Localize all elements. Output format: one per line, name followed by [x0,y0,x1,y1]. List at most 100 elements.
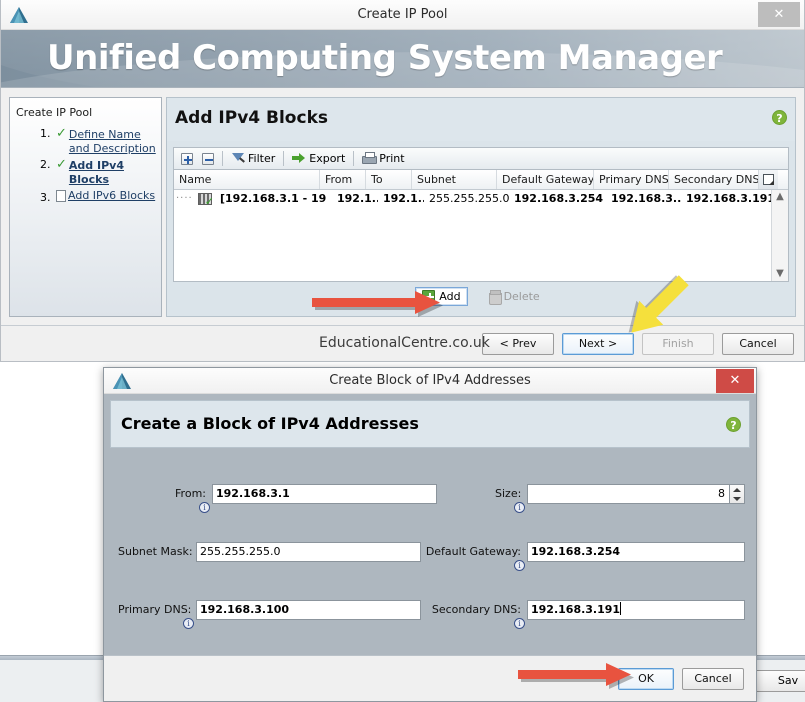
info-circle-icon[interactable]: i [183,618,194,629]
help-question-icon[interactable]: ? [772,110,787,125]
info-circle-icon[interactable]: i [199,502,210,513]
column-header-subnet[interactable]: Subnet [412,170,497,189]
sidebar-item-add-ipv6-blocks[interactable]: Add IPv6 Blocks [54,189,161,203]
cisco-triangle-logo-icon [112,372,132,390]
toolbar-divider [222,151,223,166]
next-button[interactable]: Next > [562,332,634,355]
pane-header: Add IPv4 Blocks ? [166,97,796,141]
green-check-icon: ✓ [56,126,67,141]
primary-dns-input[interactable]: 192.168.3.100 [196,600,421,620]
delete-button-label: Delete [503,289,540,303]
add-button[interactable]: Add [415,286,468,306]
sidebar-item-label: Add IPv4 Blocks [68,159,124,186]
column-header-default-gateway[interactable]: Default Gateway [497,170,594,189]
modal-footer: OK Cancel [104,655,756,701]
field-secondary-dns: Secondary DNS: i 192.168.3.191 [420,600,745,629]
table-row[interactable]: ···· [192.168.3.1 - 19 192.1... 192.1...… [174,190,771,208]
trash-icon [488,289,502,305]
filter-button[interactable]: Filter [228,150,278,168]
printer-icon [362,152,378,165]
plus-square-icon[interactable] [178,150,196,168]
main-content: Create IP Pool ✓ Define Name and Descrip… [1,89,804,325]
cancel-button[interactable]: Cancel [722,332,794,355]
subnet-mask-input[interactable]: 255.255.255.0 [196,542,421,562]
info-circle-icon[interactable]: i [514,502,525,513]
size-value: 8 [718,487,725,500]
help-question-icon[interactable]: ? [726,417,741,432]
prev-button[interactable]: < Prev [482,332,554,355]
background-save-button[interactable]: Sav [753,670,805,692]
main-titlebar: Create IP Pool ✕ [1,0,804,30]
column-chooser-icon[interactable] [759,170,778,189]
table-row-actions: Add Delete [173,282,789,310]
cell-from: 192.1... [337,192,378,205]
print-button[interactable]: Print [359,150,407,168]
filter-funnel-icon [231,152,245,165]
export-arrow-icon [292,152,306,165]
watermark-text: EducationalCentre.co.uk [319,335,490,351]
spinner-up-icon [733,487,741,492]
column-header-secondary-dns[interactable]: Secondary DNS [669,170,759,189]
create-block-ipv4-dialog: Create Block of IPv4 Addresses ✕ Create … [103,367,757,702]
info-circle-icon[interactable]: i [514,618,525,629]
cisco-triangle-logo-icon [9,6,29,24]
field-subnet-mask: Subnet Mask: 255.255.255.0 [118,542,421,562]
create-ip-pool-window: Create IP Pool ✕ Unified Computing Syste… [0,0,805,362]
column-header-primary-dns[interactable]: Primary DNS [594,170,669,189]
column-header-to[interactable]: To [366,170,412,189]
column-header-name[interactable]: Name [174,170,320,189]
ip-blocks-table: Name From To Subnet Default Gateway Prim… [173,169,789,282]
field-from: From: i 192.168.3.1 [172,484,437,513]
sidebar-item-add-ipv4-blocks[interactable]: ✓ Add IPv4 Blocks [54,158,161,187]
size-stepper[interactable]: 8 [527,484,745,504]
text-cursor [620,602,622,615]
delete-button: Delete [482,287,547,306]
column-header-from[interactable]: From [320,170,366,189]
export-label: Export [309,152,346,165]
cell-to: 192.1... [383,192,424,205]
tree-leader: ···· [176,193,193,204]
print-label: Print [379,152,405,165]
form-row-dns: Primary DNS: i 192.168.3.100 Secondary D… [110,600,750,634]
ok-button[interactable]: OK [618,667,674,690]
close-icon[interactable]: ✕ [716,369,754,393]
ucs-banner: Unified Computing System Manager [1,30,804,88]
page-icon [56,190,66,202]
cell-default-gateway: 192.168.3.254 [514,192,604,205]
default-gateway-input[interactable]: 192.168.3.254 [527,542,745,562]
modal-titlebar: Create Block of IPv4 Addresses ✕ [104,368,756,394]
ip-block-checked-icon [198,192,214,208]
from-input[interactable]: 192.168.3.1 [212,484,437,504]
main-window-title: Create IP Pool [357,7,448,22]
primary-dns-label: Primary DNS: i [118,600,196,629]
minus-square-icon[interactable] [199,150,217,168]
modal-title: Create Block of IPv4 Addresses [329,373,531,388]
table-vertical-scrollbar[interactable]: ▲ ▼ [771,190,788,281]
table-header-row: Name From To Subnet Default Gateway Prim… [174,170,788,190]
cell-name: [192.168.3.1 - 19 [220,192,327,205]
toolbar-divider [353,151,355,166]
close-icon[interactable]: ✕ [758,2,800,27]
sidebar-item-label: Define Name and Description [68,128,156,155]
sidebar-item-define-name[interactable]: ✓ Define Name and Description [54,127,161,156]
wizard-right-pane: Add IPv4 Blocks ? Filter [166,97,796,317]
secondary-dns-label: Secondary DNS: i [420,600,527,629]
filter-label: Filter [248,152,276,165]
modal-heading: Create a Block of IPv4 Addresses [121,414,419,433]
secondary-dns-input[interactable]: 192.168.3.191 [527,600,745,620]
scroll-up-arrow-icon[interactable]: ▲ [776,191,784,202]
scroll-down-arrow-icon[interactable]: ▼ [776,268,784,279]
size-spinner-buttons[interactable] [729,485,744,503]
field-primary-dns: Primary DNS: i 192.168.3.100 [118,600,421,629]
banner-swoosh-decoration [1,30,804,87]
default-gateway-label: Default Gateway: i [420,542,527,571]
field-size: Size: i 8 [495,484,745,513]
cell-secondary-dns: 192.168.3.191 [686,192,771,205]
from-label: From: i [172,484,212,513]
modal-cancel-button[interactable]: Cancel [682,667,744,690]
page-title: Add IPv4 Blocks [175,108,328,128]
export-button[interactable]: Export [289,150,348,168]
form-row-subnet-gateway: Subnet Mask: 255.255.255.0 Default Gatew… [110,542,750,576]
info-circle-icon[interactable]: i [514,560,525,571]
